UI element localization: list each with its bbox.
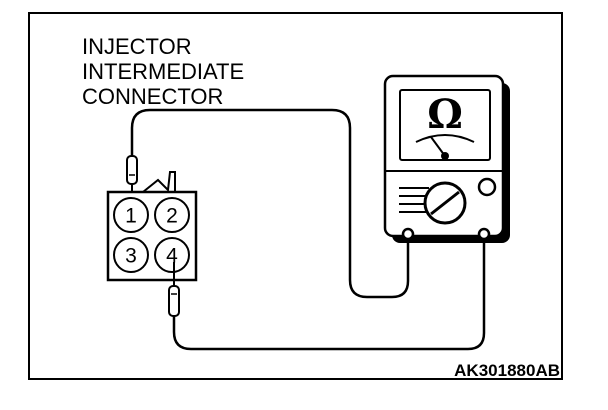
pin-1-label: 1: [125, 205, 137, 228]
pin-4-terminal: [154, 237, 190, 273]
pin-4-label: 4: [166, 245, 178, 268]
pin-3-terminal: [113, 237, 149, 273]
pin-1-terminal: [113, 197, 149, 233]
probe-pin-1: [126, 155, 138, 205]
meter-scale-arc: [415, 134, 475, 143]
connector-latch: [140, 171, 176, 193]
pin-2-label: 2: [166, 205, 178, 228]
pin-2-terminal: [154, 197, 190, 233]
label-line-2: INTERMEDIATE: [82, 59, 244, 84]
diagram-frame: [28, 12, 563, 380]
label-line-1: INJECTOR: [82, 34, 192, 59]
ohm-symbol: Ω: [427, 91, 463, 138]
needle-pivot: [441, 152, 449, 160]
test-lead-1: [130, 108, 410, 299]
connector-label: INJECTOR INTERMEDIATE CONNECTOR: [82, 34, 244, 109]
figure-code: AK301880AB: [454, 361, 560, 380]
terminal-right: [477, 227, 491, 241]
injector-connector: 1 2 3 4: [106, 171, 198, 282]
range-selector-pointer: [430, 190, 460, 216]
label-line-3: CONNECTOR: [82, 84, 223, 109]
test-lead-2: [172, 235, 486, 351]
ohmmeter: Ω: [383, 74, 510, 243]
probe-pin-4: [168, 262, 180, 317]
pin-3-label: 3: [125, 245, 137, 268]
zero-adjust-knob[interactable]: [477, 177, 497, 197]
terminal-left: [401, 227, 415, 241]
